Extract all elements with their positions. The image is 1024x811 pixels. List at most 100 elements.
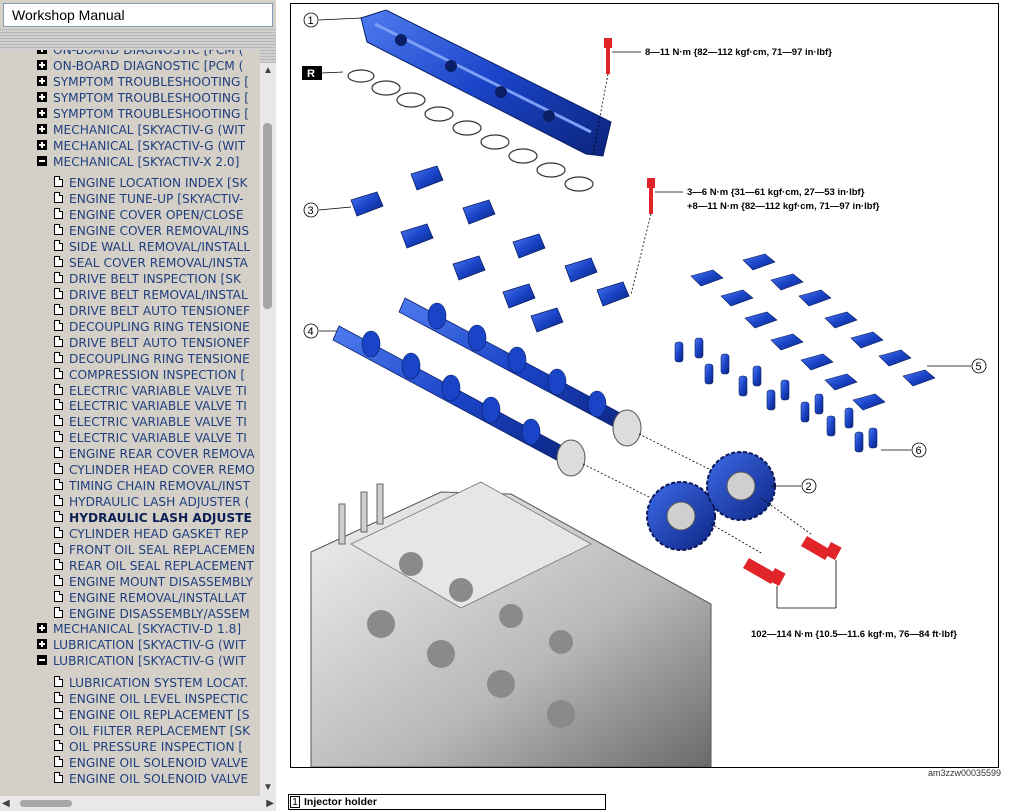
- toc-item-label: DECOUPLING RING TENSIONE: [69, 351, 250, 366]
- document-icon: [54, 351, 63, 363]
- document-icon: [54, 606, 63, 618]
- toc-item-label: OIL FILTER REPLACEMENT [SK: [69, 724, 251, 739]
- camshaft-parts: [332, 297, 728, 509]
- document-icon: [54, 208, 63, 220]
- document-icon: [54, 399, 63, 411]
- diagram-canvas: 1 R 8—11 N·m {82—112 kgf·cm, 71—97 in·lb…: [302, 9, 987, 767]
- toc-item-label: DRIVE BELT AUTO TENSIONEF: [69, 335, 251, 350]
- horizontal-scrollbar[interactable]: ◀ ▶: [0, 796, 276, 811]
- scroll-right-icon[interactable]: ▶: [266, 798, 274, 809]
- vertical-scrollbar[interactable]: ▲ ▼: [260, 63, 276, 796]
- callout-3: 3: [308, 205, 314, 217]
- document-icon: [54, 590, 63, 602]
- variable-valve-timing-sprockets: [646, 451, 776, 551]
- document-icon: [54, 558, 63, 570]
- toc-item-label: ENGINE DISASSEMBLY/ASSEM: [69, 606, 250, 621]
- rocker-arm-parts: [690, 253, 936, 411]
- bolt-torque-1: [592, 38, 641, 155]
- toc-item-label: COMPRESSION INSPECTION [: [69, 367, 246, 382]
- toc-item-label: ELECTRIC VARIABLE VALVE TI: [69, 415, 247, 430]
- toc-item-label: CYLINDER HEAD GASKET REP: [69, 526, 249, 541]
- expand-icon[interactable]: [37, 75, 47, 86]
- collapse-icon[interactable]: [37, 655, 47, 666]
- document-icon: [54, 692, 63, 704]
- toc-item-label: SYMPTOM TROUBLESHOOTING [: [53, 90, 250, 105]
- toc-tree[interactable]: ON-BOARD DIAGNOSTIC [PCM (ON-BOARD DIAGN…: [0, 50, 260, 795]
- document-icon: [54, 771, 63, 783]
- document-icon: [54, 676, 63, 688]
- cylinder-head: [310, 481, 712, 767]
- document-icon: [54, 383, 63, 395]
- document-icon: [54, 574, 63, 586]
- horizontal-scroll-thumb[interactable]: [20, 800, 72, 807]
- document-icon: [54, 415, 63, 427]
- document-icon: [54, 447, 63, 459]
- scroll-left-icon[interactable]: ◀: [2, 798, 10, 809]
- torque-spec-1: 8—11 N·m {82—112 kgf·cm, 71—97 in·lbf}: [645, 47, 832, 58]
- toc-item-label: TIMING CHAIN REMOVAL/INST: [69, 479, 250, 494]
- toc-item-label: CYLINDER HEAD COVER REMO: [69, 463, 255, 478]
- callout-6: 6: [916, 445, 922, 457]
- expand-icon[interactable]: [37, 50, 47, 54]
- toc-item-label: ENGINE OIL REPLACEMENT [S: [69, 708, 250, 723]
- figure-id: am3zzw00035599: [928, 768, 1002, 778]
- toc-item-label: SYMPTOM TROUBLESHOOTING [: [53, 74, 250, 89]
- expand-icon[interactable]: [37, 91, 47, 102]
- callout-2: 2: [806, 481, 812, 493]
- exploded-view-diagram: 1 R 8—11 N·m {82—112 kgf·cm, 71—97 in·lb…: [290, 3, 999, 768]
- expand-icon[interactable]: [37, 59, 47, 70]
- legend-number: 1: [290, 796, 300, 808]
- toc-item-label: DRIVE BELT REMOVAL/INSTAL: [69, 287, 248, 302]
- toc-item-label: LUBRICATION [SKYACTIV-G (WIT: [53, 654, 246, 669]
- expand-icon[interactable]: [37, 123, 47, 134]
- document-icon: [54, 256, 63, 268]
- toc-item-label: ON-BOARD DIAGNOSTIC [PCM (: [53, 58, 244, 73]
- camshaft-cap-parts: [350, 165, 630, 333]
- expand-icon[interactable]: [37, 623, 47, 634]
- scroll-down-icon[interactable]: ▼: [263, 782, 273, 793]
- navigation-pane: Workshop Manual ON-BOARD DIAGNOSTIC [PCM…: [0, 0, 276, 811]
- toc-item-label: ENGINE LOCATION INDEX [SK: [69, 176, 248, 191]
- injector-holder-part: [360, 9, 612, 157]
- toc-item-label: ELECTRIC VARIABLE VALVE TI: [69, 431, 247, 446]
- torque-spec-3: 102—114 N·m {10.5—11.6 kgf·m, 76—84 ft·l…: [751, 629, 957, 640]
- callout-4: 4: [308, 326, 314, 338]
- expand-icon[interactable]: [37, 139, 47, 150]
- toc-item-label: ENGINE OIL SOLENOID VALVE: [69, 755, 249, 770]
- bolt-torque-2: [630, 178, 683, 295]
- document-icon: [54, 526, 63, 538]
- toc-item-label: MECHANICAL [SKYACTIV-G (WIT: [53, 122, 246, 137]
- toc-item-label: ON-BOARD DIAGNOSTIC [PCM (: [53, 50, 244, 57]
- document-icon: [54, 708, 63, 720]
- document-icon: [54, 224, 63, 236]
- toc-item-label: DRIVE BELT AUTO TENSIONEF: [69, 303, 251, 318]
- expand-icon[interactable]: [37, 107, 47, 118]
- expand-icon[interactable]: [37, 639, 47, 650]
- toc-item-label: ELECTRIC VARIABLE VALVE TI: [69, 399, 247, 414]
- hydraulic-lash-adjuster-parts: [674, 337, 878, 453]
- torque-spec-2b: +8—11 N·m {82—112 kgf·cm, 71—97 in·lbf}: [687, 201, 880, 212]
- toc-item-label: MECHANICAL [SKYACTIV-G (WIT: [53, 138, 246, 153]
- toc-item-label: SEAL COVER REMOVAL/INSTA: [69, 256, 248, 271]
- document-icon: [54, 192, 63, 204]
- toc-item-label: HYDRAULIC LASH ADJUSTER (: [69, 495, 250, 510]
- bolt-torque-3: [710, 497, 842, 609]
- toc-item-label: ELECTRIC VARIABLE VALVE TI: [69, 383, 247, 398]
- toc-item-label: ENGINE OIL LEVEL INSPECTIC: [69, 692, 249, 707]
- document-icon: [54, 755, 63, 767]
- collapse-icon[interactable]: [37, 155, 47, 166]
- document-icon: [54, 463, 63, 475]
- toc-item-label: REAR OIL SEAL REPLACEMENT: [69, 558, 254, 573]
- document-icon: [54, 431, 63, 443]
- window-title: Workshop Manual: [12, 7, 125, 23]
- scroll-up-icon[interactable]: ▲: [263, 65, 273, 76]
- document-icon: [54, 724, 63, 736]
- toc-item-label: ENGINE TUNE-UP [SKYACTIV-: [69, 192, 244, 207]
- toc-item-label: MECHANICAL [SKYACTIV-D 1.8]: [53, 622, 242, 637]
- callout-5: 5: [976, 361, 982, 373]
- toc-item-label: ENGINE REMOVAL/INSTALLAT: [69, 590, 247, 605]
- title-field: Workshop Manual: [3, 3, 273, 27]
- legend-label: Injector holder: [304, 796, 377, 808]
- vertical-scroll-thumb[interactable]: [263, 123, 272, 309]
- toc-item-label: LUBRICATION [SKYACTIV-G (WIT: [53, 638, 246, 653]
